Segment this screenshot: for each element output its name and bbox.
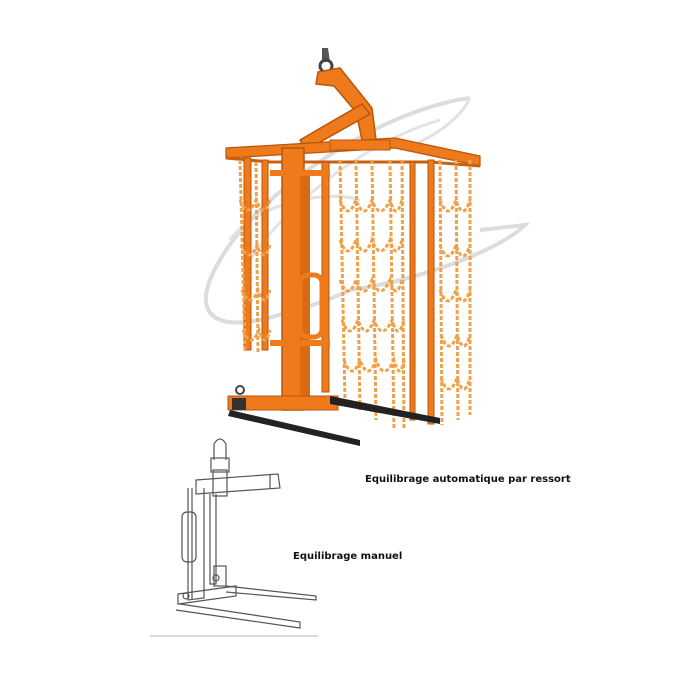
- right-side-frame: [409, 159, 435, 425]
- fork-base: [227, 385, 440, 446]
- caption-automatic-balancing: Equilibrage automatique par ressort: [365, 474, 571, 485]
- chain-net: [238, 159, 472, 431]
- main-column: [270, 147, 330, 411]
- caption-manual-balancing: Equilibrage manuel: [293, 551, 403, 562]
